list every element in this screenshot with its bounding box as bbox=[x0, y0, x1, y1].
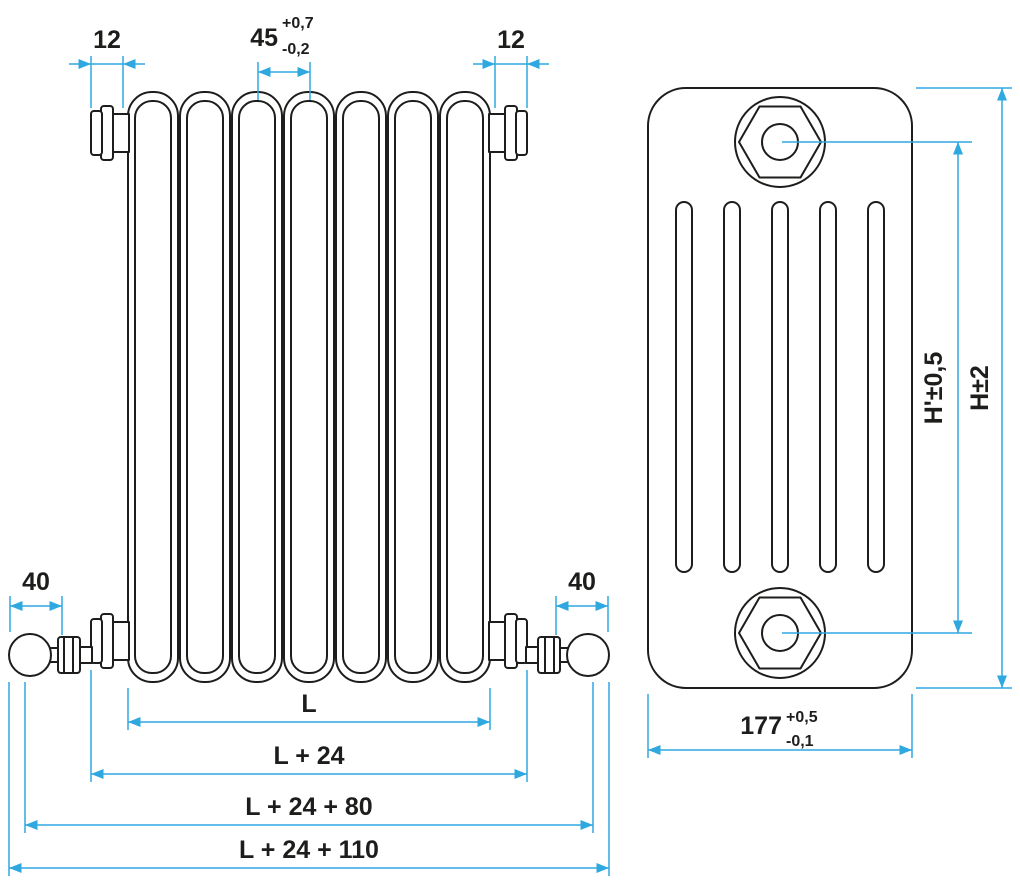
dimension-depth-177: 177 +0,5 -0,1 bbox=[647, 694, 913, 758]
dimension-height-axis: H'±0,5 bbox=[782, 141, 972, 634]
column-slot bbox=[867, 201, 885, 573]
side-outline bbox=[647, 87, 913, 689]
dim-label-L24110: L + 24 + 110 bbox=[239, 836, 379, 864]
radiator-section bbox=[335, 91, 387, 683]
dim-label-L24: L + 24 bbox=[273, 742, 344, 770]
plug-neck bbox=[111, 621, 130, 661]
top-right-plug bbox=[488, 105, 528, 161]
dim-label-40-left: 40 bbox=[22, 568, 50, 596]
dim-label-177: 177 bbox=[740, 712, 782, 740]
radiator-section bbox=[231, 91, 283, 683]
dim-label-45-tol-plus: +0,7 bbox=[282, 15, 314, 32]
radiator-section bbox=[179, 91, 231, 683]
column-slot bbox=[723, 201, 741, 573]
valve-body bbox=[57, 636, 81, 674]
radiator-section bbox=[439, 91, 491, 683]
bushing-hex bbox=[738, 105, 822, 179]
dim-label-L: L bbox=[301, 690, 316, 718]
radiator-section bbox=[283, 91, 335, 683]
radiator-tube bbox=[394, 100, 432, 674]
dim-label-H-axis: H'±0,5 bbox=[920, 352, 948, 425]
column-slot bbox=[819, 201, 837, 573]
dimension-length-24-80: L + 24 + 80 bbox=[24, 682, 594, 833]
bottom-left-plug bbox=[90, 613, 130, 669]
radiator-tube bbox=[134, 100, 172, 674]
dim-label-H-overall: H±2 bbox=[966, 365, 994, 411]
dim-label-12-right: 12 bbox=[497, 26, 525, 54]
dimension-length-24-110: L + 24 + 110 bbox=[8, 682, 610, 876]
valve-knob bbox=[566, 633, 610, 677]
plug-cap bbox=[90, 110, 103, 156]
radiator-tube bbox=[342, 100, 380, 674]
right-valve bbox=[525, 633, 610, 677]
radiator-tube bbox=[186, 100, 224, 674]
side-view: H'±0,5 H±2 177 +0,5 -0,1 bbox=[647, 87, 1012, 758]
dimension-12-left: 12 bbox=[69, 26, 145, 108]
front-view: 12 45 +0,7 -0,2 12 40 bbox=[8, 15, 610, 876]
dim-label-12-left: 12 bbox=[93, 26, 121, 54]
plug-neck bbox=[111, 113, 130, 153]
dimension-12-right: 12 bbox=[473, 26, 549, 108]
column-slots bbox=[675, 201, 885, 573]
dim-label-45-tol-minus: -0,2 bbox=[282, 41, 310, 58]
dim-label-L2480: L + 24 + 80 bbox=[245, 793, 372, 821]
dimension-height-overall: H±2 bbox=[916, 87, 1012, 689]
radiator-tube bbox=[446, 100, 484, 674]
dimension-length: L bbox=[127, 688, 491, 730]
left-valve bbox=[8, 633, 93, 677]
radiator-section bbox=[127, 91, 179, 683]
top-left-plug bbox=[90, 105, 130, 161]
radiator-tube bbox=[290, 100, 328, 674]
valve-body bbox=[537, 636, 561, 674]
column-slot bbox=[675, 201, 693, 573]
dimension-40-right: 40 bbox=[555, 568, 609, 635]
plug-cap bbox=[90, 618, 103, 664]
dimension-45-pitch: 45 +0,7 -0,2 bbox=[250, 15, 314, 100]
plug-neck bbox=[488, 621, 507, 661]
dim-label-45: 45 bbox=[250, 24, 278, 52]
plug-cap bbox=[515, 618, 528, 664]
dim-label-40-right: 40 bbox=[568, 568, 596, 596]
column-slot bbox=[771, 201, 789, 573]
valve-knob bbox=[8, 633, 52, 677]
radiator-sections bbox=[127, 91, 491, 683]
radiator-section bbox=[387, 91, 439, 683]
bushing-hex bbox=[738, 596, 822, 670]
radiator-tube bbox=[238, 100, 276, 674]
dimension-40-left: 40 bbox=[9, 568, 63, 635]
plug-neck bbox=[488, 113, 507, 153]
dim-label-177-tol-minus: -0,1 bbox=[786, 733, 814, 750]
valve-connector bbox=[525, 646, 539, 664]
dim-label-177-tol-plus: +0,5 bbox=[786, 709, 818, 726]
plug-cap bbox=[515, 110, 528, 156]
bottom-right-plug bbox=[488, 613, 528, 669]
valve-connector bbox=[79, 646, 93, 664]
dimension-length-24: L + 24 bbox=[90, 670, 528, 782]
